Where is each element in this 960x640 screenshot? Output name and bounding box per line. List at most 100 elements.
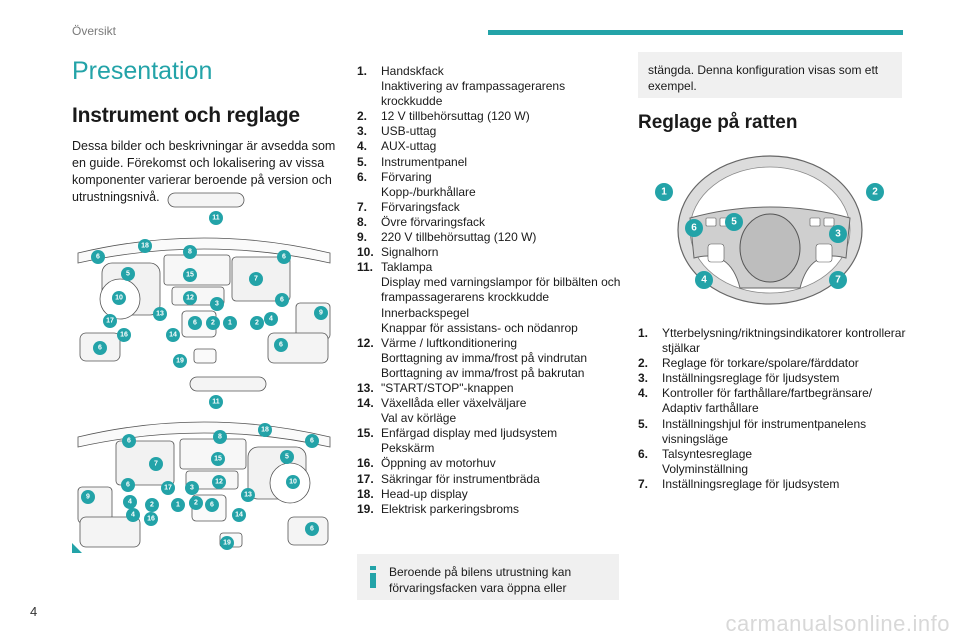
svg-text:17: 17 — [106, 318, 114, 325]
list-item-text: Öppning av motorhuv — [381, 456, 627, 471]
svg-text:6: 6 — [282, 254, 286, 261]
list-item-text: 220 V tillbehörsuttag (120 W) — [381, 230, 627, 245]
svg-text:6: 6 — [310, 526, 314, 533]
storage-note: Beroende på bilens utrustning kan förvar… — [357, 554, 619, 600]
svg-text:6: 6 — [193, 320, 197, 327]
list-item-text: Signalhorn — [381, 245, 627, 260]
wheel-controls-list: 1.Ytterbelysning/riktningsindikatorer ko… — [638, 326, 908, 492]
list-item-number: 13. — [357, 380, 374, 395]
list-item: 16.Öppning av motorhuv — [357, 456, 627, 471]
header-accent-bar — [488, 30, 903, 35]
svg-text:6: 6 — [310, 438, 314, 445]
svg-text:12: 12 — [215, 479, 223, 486]
page-title: Presentation — [72, 57, 213, 85]
list-item: 9.220 V tillbehörsuttag (120 W) — [357, 230, 627, 245]
list-item-line: Säkringar för instrumentbräda — [381, 471, 540, 486]
svg-text:5: 5 — [731, 217, 737, 228]
section-heading: Instrument och reglage — [72, 104, 300, 127]
svg-text:5: 5 — [126, 271, 130, 278]
list-item-number: 12. — [357, 335, 374, 350]
list-item-line: Instrumentpanel — [381, 154, 468, 169]
list-item-line: Värme / luftkonditionering — [381, 335, 518, 350]
list-item: 7.Inställningsreglage för ljudsystem — [638, 477, 908, 492]
dashboard-rhd-numbers: 11 18 8 6 6 15 5 7 10 12 6 3 17 4 2 1 2 … — [86, 399, 314, 547]
list-item: 19.Elektrisk parkeringsbroms — [357, 502, 627, 517]
svg-text:1: 1 — [176, 502, 180, 509]
svg-text:6: 6 — [126, 482, 130, 489]
svg-text:4: 4 — [131, 512, 135, 519]
info-icon — [370, 566, 376, 588]
svg-text:10: 10 — [115, 295, 123, 302]
list-item: 8. Övre förvaringsfack — [357, 215, 627, 230]
list-item-number: 5. — [357, 154, 368, 169]
svg-text:6: 6 — [280, 297, 284, 304]
list-item-text: Inställningsreglage för ljudsystem — [662, 477, 908, 492]
corner-mark-icon — [72, 543, 82, 553]
list-item-text: Inställningshjul för instrumentpanelens … — [662, 417, 908, 447]
list-item-line: Knappar för assistans- och nödanrop — [381, 320, 578, 335]
list-item-text: Reglage för torkare/spolare/färddator — [662, 356, 908, 371]
intro-column: Presentation Instrument och reglage Dess… — [72, 52, 342, 206]
list-item-line: 220 V tillbehörsuttag (120 W) — [381, 230, 537, 245]
steering-wheel-numbers: 1 2 5 6 3 4 7 — [661, 187, 878, 286]
svg-text:9: 9 — [319, 310, 323, 317]
list-item-text: "START/STOP"-knappen — [381, 381, 627, 396]
svg-text:6: 6 — [210, 502, 214, 509]
list-item-number: 1. — [357, 64, 368, 78]
svg-text:7: 7 — [254, 276, 258, 283]
list-item-number: 3. — [638, 371, 649, 386]
svg-text:2: 2 — [872, 187, 878, 198]
list-item-line: Inställningsreglage för ljudsystem — [662, 371, 840, 386]
list-item-line: Öppning av motorhuv — [381, 456, 496, 471]
svg-text:4: 4 — [269, 316, 273, 323]
list-item-line: Volyminställning — [662, 461, 749, 476]
list-item-number: 18. — [357, 486, 374, 501]
list-item-line: Kontroller för farthållare/fartbegränsar… — [662, 386, 873, 416]
list-item-text: AUX-uttag — [381, 139, 627, 154]
dashboard-rhd-labels — [81, 395, 319, 550]
list-item-line: Ytterbelysning/riktningsindikatorer kont… — [662, 326, 906, 356]
list-item-text: Elektrisk parkeringsbroms — [381, 502, 627, 517]
list-item-text: Head-up display — [381, 487, 627, 502]
list-item: 2.Reglage för torkare/spolare/färddator — [638, 356, 908, 371]
svg-text:5: 5 — [285, 454, 289, 461]
svg-text:12: 12 — [186, 295, 194, 302]
svg-text:18: 18 — [261, 427, 269, 434]
list-item-number: 15. — [357, 426, 374, 441]
list-item-line: Övre förvaringsfack — [381, 214, 486, 229]
svg-text:16: 16 — [120, 332, 128, 339]
list-item-text: Inställningsreglage för ljudsystem — [662, 371, 908, 386]
list-item-line: "START/STOP"-knappen — [381, 380, 514, 395]
svg-text:3: 3 — [190, 485, 194, 492]
page-number: 4 — [30, 604, 38, 619]
intro-text: Dessa bilder och beskrivningar är avsedd… — [72, 139, 336, 204]
list-item-number: 3. — [357, 124, 368, 139]
list-item: 3. USB-uttag — [357, 124, 627, 139]
list-item-line: Borttagning av imma/frost på bakrutan — [381, 365, 585, 380]
dashboard-lhd-numbers: 11 18 8 6 6 5 15 7 10 12 3 6 9 13 6 2 1 … — [96, 215, 323, 365]
list-item-line: 12 V tillbehörsuttag (120 W) — [381, 109, 530, 124]
list-item-text: Instrumentpanel — [381, 155, 627, 170]
dashboard-lhd — [77, 192, 331, 364]
svg-text:15: 15 — [214, 456, 222, 463]
list-item-number: 4. — [638, 386, 649, 401]
list-item-number: 6. — [638, 446, 649, 461]
list-item-text: USB-uttag — [381, 124, 627, 139]
list-item-number: 11. — [357, 260, 374, 275]
list-item-number: 17. — [357, 471, 374, 486]
svg-text:18: 18 — [141, 243, 149, 250]
list-item-number: 8. — [357, 214, 368, 229]
dashboard-lhd-labels — [91, 211, 328, 368]
svg-text:13: 13 — [244, 492, 252, 499]
svg-text:19: 19 — [223, 540, 231, 547]
list-item-line: Val av körläge — [381, 411, 457, 426]
